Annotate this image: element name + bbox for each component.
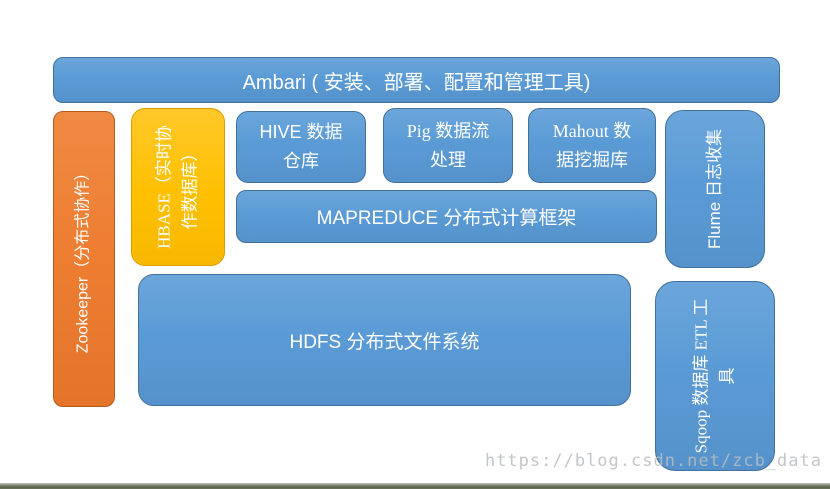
hive-label: HIVE 数据 仓库	[259, 118, 342, 176]
bottom-edge-strip	[0, 483, 830, 489]
pig-label-line1: Pig 数据流	[406, 120, 490, 141]
pig-label: Pig 数据流 处理	[407, 117, 490, 175]
zookeeper-label: Zookeeper（分布式协作）	[74, 164, 92, 354]
hive-label-line2: 仓库	[282, 151, 319, 171]
sqoop-label: Sqoop 数据库 ETL 工 具	[689, 284, 742, 468]
block-hdfs: HDFS 分布式文件系统	[138, 274, 631, 406]
block-sqoop: Sqoop 数据库 ETL 工 具	[655, 281, 775, 471]
hbase-label-line2: 作数据库）	[181, 144, 200, 230]
sqoop-label-line1: Sqoop 数据库 ETL 工	[691, 298, 711, 454]
block-ambari: Ambari ( 安装、部署、配置和管理工具)	[53, 57, 780, 103]
mapreduce-label: MAPREDUCE 分布式计算框架	[316, 208, 577, 229]
flume-label: Flume 日志收集	[704, 129, 724, 249]
block-hive: HIVE 数据 仓库	[236, 111, 366, 183]
mahout-label-line2: 据挖掘库	[556, 149, 628, 170]
hdfs-label: HDFS 分布式文件系统	[289, 331, 480, 353]
mahout-label-line1: Mahout 数	[552, 120, 632, 141]
pig-label-line2: 处理	[429, 149, 466, 170]
hbase-label-line1: HBASE（实时协	[154, 125, 174, 249]
hive-label-line1: HIVE 数据	[259, 122, 343, 143]
block-flume: Flume 日志收集	[665, 110, 765, 268]
block-mapreduce: MAPREDUCE 分布式计算框架	[236, 190, 657, 243]
block-pig: Pig 数据流 处理	[383, 108, 513, 183]
sqoop-label-line2: 具	[718, 367, 737, 385]
ambari-label: Ambari ( 安装、部署、配置和管理工具)	[242, 71, 591, 94]
block-hbase: HBASE（实时协 作数据库）	[131, 108, 225, 266]
block-zookeeper: Zookeeper（分布式协作）	[53, 111, 115, 407]
csdn-watermark: https://blog.csdn.net/zcb_data	[484, 451, 822, 471]
block-mahout: Mahout 数 据挖掘库	[528, 108, 656, 183]
mahout-label: Mahout 数 据挖掘库	[553, 117, 632, 175]
hbase-label: HBASE（实时协 作数据库）	[152, 112, 205, 262]
